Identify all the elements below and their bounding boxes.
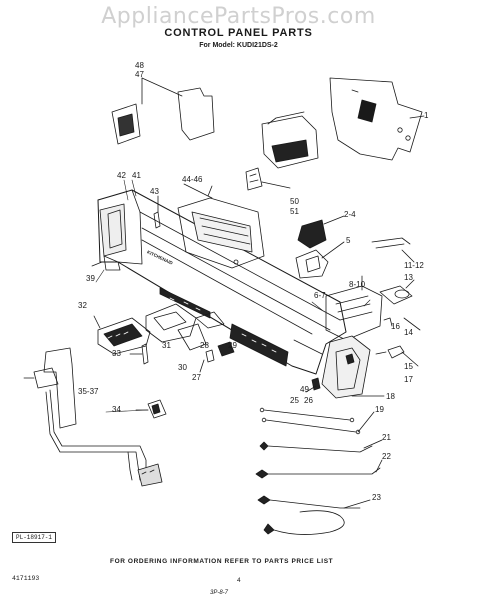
callout-15: 15 — [404, 362, 413, 371]
part-control-panel — [97, 189, 347, 375]
ordering-note: FOR ORDERING INFORMATION REFER TO PARTS … — [110, 558, 334, 565]
callout-51: 51 — [290, 207, 299, 216]
part-wire-21 — [259, 439, 383, 453]
part-screw-49 — [305, 377, 321, 393]
part-wire-25-26 — [259, 407, 355, 423]
callout-26: 26 — [304, 396, 313, 405]
callout-8-10: 8-10 — [349, 280, 366, 289]
callout-27: 27 — [192, 373, 201, 382]
callout-50: 50 — [290, 197, 299, 206]
part-lamp-socket — [379, 279, 421, 331]
callout-42: 42 — [117, 171, 126, 180]
callout-34: 34 — [112, 405, 121, 414]
date-code: 4171193 — [12, 575, 40, 582]
callout-6-7: 6-7 — [314, 291, 326, 300]
callout-21: 21 — [382, 433, 391, 442]
callout-1: 1 — [424, 111, 429, 120]
callout-33: 33 — [112, 349, 121, 358]
part-switch-assembly — [295, 215, 345, 279]
part-wire-22 — [255, 459, 383, 479]
part-screw-33 — [129, 343, 149, 365]
callout-31: 31 — [162, 341, 171, 350]
watermark: AppliancePartsPros.com — [101, 4, 376, 29]
callout-44-46: 44-46 — [182, 175, 203, 184]
callout-13: 13 — [404, 273, 413, 282]
part-screws — [375, 317, 419, 367]
callout-47: 47 — [135, 70, 144, 79]
part-wire-23 — [257, 495, 371, 535]
callout-22: 22 — [382, 452, 391, 461]
leader-lines — [95, 179, 371, 413]
callout-16: 16 — [391, 322, 400, 331]
part-side-bracket — [91, 255, 121, 271]
callout-28: 28 — [200, 341, 209, 350]
callout-29: 29 — [228, 341, 237, 350]
part-wire-19 — [261, 411, 375, 435]
page-number: 4 — [237, 577, 241, 584]
callout-49: 49 — [300, 385, 309, 394]
callout-5: 5 — [346, 236, 351, 245]
diagram-title: CONTROL PANEL PARTS — [164, 27, 313, 39]
callout-11-12: 11-12 — [404, 261, 424, 270]
part-switch-bracket — [111, 77, 215, 145]
model-line: For Model: KUDI21DS-2 — [199, 42, 278, 49]
callout-32: 32 — [78, 301, 87, 310]
callout-2-4: 2-4 — [344, 210, 356, 219]
part-screw-43 — [153, 195, 161, 229]
part-wire-clip — [371, 237, 415, 263]
callout-43: 43 — [150, 187, 159, 196]
plate-number: PL-18917-1 — [12, 532, 57, 543]
part-button-housing — [93, 315, 151, 355]
part-control-box — [177, 183, 265, 269]
callout-17: 17 — [404, 375, 413, 384]
callout-39: 39 — [86, 274, 95, 283]
callout-25: 25 — [290, 396, 299, 405]
callout-30: 30 — [178, 363, 187, 372]
callout-35-37: 35-37 — [78, 387, 99, 396]
callout-18: 18 — [386, 392, 395, 401]
callout-48: 48 — [135, 61, 144, 70]
part-switch-cluster — [145, 303, 235, 373]
sheet-code: 3P-8-7 — [210, 590, 229, 596]
callout-23: 23 — [372, 493, 381, 502]
part-end-cap — [321, 335, 385, 399]
callout-41: 41 — [132, 171, 141, 180]
part-wire-harness-left — [23, 347, 167, 487]
callout-19: 19 — [375, 405, 384, 414]
part-mounting-plate — [329, 77, 425, 161]
callout-14: 14 — [404, 328, 413, 337]
part-upper-module — [245, 111, 319, 191]
